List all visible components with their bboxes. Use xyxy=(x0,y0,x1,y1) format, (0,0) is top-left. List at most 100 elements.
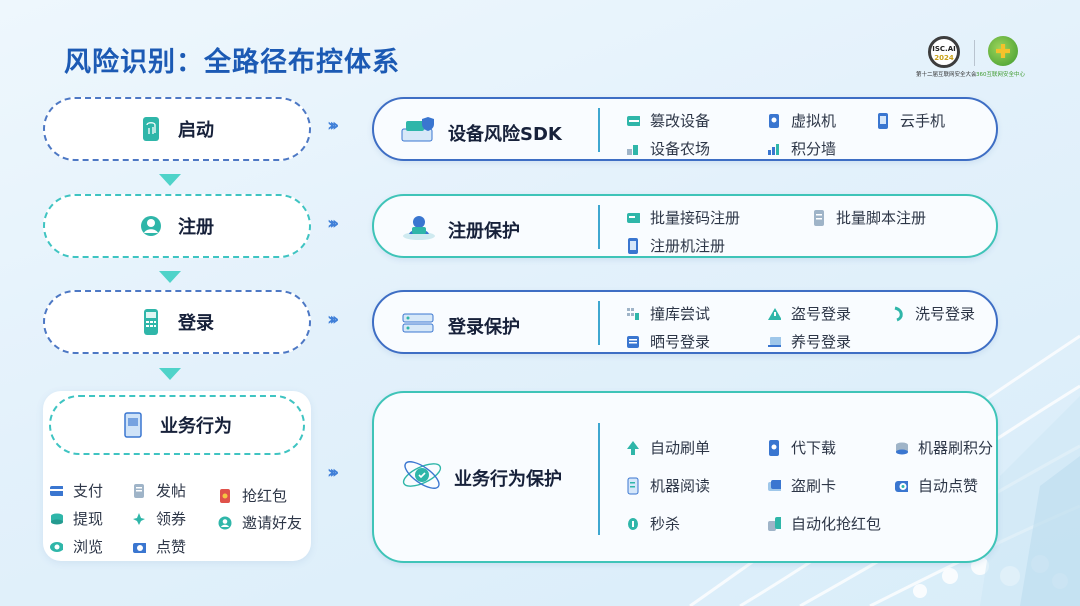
business-action-label: 抢红包 xyxy=(242,487,288,505)
category-business-protection[interactable]: 业务行为保护 自动刷单 代下载 机器刷积分 机器阅读 盗刷卡 自动点赞 秒杀 自… xyxy=(372,391,998,563)
risk-item-label: 代下载 xyxy=(791,439,837,457)
risk-item-label: 盗号登录 xyxy=(791,305,852,323)
risk-item-label: 自动刷单 xyxy=(650,439,711,457)
business-action-pay[interactable]: 支付 xyxy=(49,480,103,501)
risk-item: 批量脚本注册 xyxy=(812,207,926,228)
device-farm-icon xyxy=(626,142,640,156)
risk-item-label: 虚拟机 xyxy=(791,112,837,130)
window-icon xyxy=(626,335,640,349)
category-header: 设备风险SDK xyxy=(400,115,562,150)
virtual-machine-icon xyxy=(767,113,781,128)
business-action-post[interactable]: 发帖 xyxy=(132,480,186,501)
center-caption: 360互联网安全中心 xyxy=(976,72,1025,78)
business-action-coupon[interactable]: 领券 xyxy=(132,508,186,529)
down-arrow-icon xyxy=(159,368,181,380)
risk-item: 自动刷单 xyxy=(626,437,710,458)
risk-item: 养号登录 xyxy=(767,331,851,352)
risk-item: 撞库尝试 xyxy=(626,303,710,324)
business-action-withdraw[interactable]: 提现 xyxy=(49,508,103,529)
business-action-label: 发帖 xyxy=(156,482,187,500)
stage-register[interactable]: 注册 xyxy=(43,194,311,258)
category-header: 注册保护 xyxy=(400,212,520,247)
category-header: 登录保护 xyxy=(400,308,520,343)
risk-item-label: 洗号登录 xyxy=(915,305,976,323)
risk-item: 自动点赞 xyxy=(894,475,978,496)
risk-item-label: 自动点赞 xyxy=(918,477,979,495)
risk-item-label: 批量脚本注册 xyxy=(836,209,927,227)
chevron-right-icon: ››› xyxy=(327,462,339,483)
business-action-label: 领券 xyxy=(156,510,187,528)
coupon-icon xyxy=(132,512,146,526)
risk-item: 机器刷积分 xyxy=(894,437,993,458)
business-action-like[interactable]: 点赞 xyxy=(132,536,186,557)
phone-icon xyxy=(626,237,640,254)
database-icon xyxy=(626,307,640,321)
category-divider xyxy=(598,423,600,535)
risk-item-label: 机器刷积分 xyxy=(918,439,994,457)
risk-item: 盗号登录 xyxy=(767,303,851,324)
isc-caption: 第十二届互联网安全大会 xyxy=(916,72,977,78)
flash-sale-icon xyxy=(626,517,640,531)
stage-label: 启动 xyxy=(178,120,214,141)
isc-logo-year: 2024 xyxy=(934,54,954,62)
category-divider xyxy=(598,108,600,152)
business-action-grab-redpacket[interactable]: 抢红包 xyxy=(218,485,287,506)
risk-item-label: 设备农场 xyxy=(650,140,711,158)
bar-chart-icon xyxy=(767,142,781,156)
phone-keypad-icon xyxy=(140,309,162,335)
risk-item-label: 养号登录 xyxy=(791,333,852,351)
chevron-right-icon: ››› xyxy=(327,213,339,234)
business-action-browse[interactable]: 浏览 xyxy=(49,536,103,557)
business-action-invite[interactable]: 邀请好友 xyxy=(218,512,302,533)
logo-divider xyxy=(974,40,975,66)
tamper-device-icon xyxy=(626,114,640,128)
risk-item-label: 积分墙 xyxy=(791,140,837,158)
sms-code-icon xyxy=(626,211,640,225)
category-title: 登录保护 xyxy=(448,316,520,338)
risk-item: 洗号登录 xyxy=(891,303,975,324)
fingerprint-phone-icon xyxy=(140,116,162,142)
category-register-protection[interactable]: 注册保护 批量接码注册 批量脚本注册 注册机注册 xyxy=(372,194,998,258)
stage-label: 注册 xyxy=(178,217,214,238)
category-divider xyxy=(598,301,600,345)
risk-item: 虚拟机 xyxy=(767,110,836,131)
laptop-icon xyxy=(767,335,781,349)
stage-label: 业务行为 xyxy=(160,416,232,437)
risk-item: 盗刷卡 xyxy=(767,475,836,496)
risk-item: 晒号登录 xyxy=(626,331,710,352)
user-badge-icon xyxy=(140,213,162,239)
stage-launch[interactable]: 启动 xyxy=(43,97,311,161)
security-center-logo xyxy=(988,36,1018,66)
orbit-globe-icon xyxy=(400,453,444,502)
down-arrow-icon xyxy=(159,271,181,283)
isc-logo: ISC.AI 2024 xyxy=(928,36,960,68)
coins-icon xyxy=(49,512,63,526)
chevron-right-icon: ››› xyxy=(327,309,339,330)
chevron-right-icon: ››› xyxy=(327,115,339,136)
download-phone-icon xyxy=(767,439,781,456)
category-title: 注册保护 xyxy=(448,220,520,242)
business-action-label: 点赞 xyxy=(156,538,187,556)
risk-item-label: 盗刷卡 xyxy=(791,477,837,495)
category-login-protection[interactable]: 登录保护 撞库尝试 盗号登录 洗号登录 晒号登录 养号登录 xyxy=(372,290,998,354)
cursor-icon xyxy=(626,440,640,455)
document-tablet-icon xyxy=(122,412,144,438)
card-swipe-icon xyxy=(767,479,781,493)
category-device-risk-sdk[interactable]: 设备风险SDK 篡改设备 虚拟机 云手机 设备农场 积分墙 xyxy=(372,97,998,161)
risk-item-label: 自动化抢红包 xyxy=(791,515,882,533)
robot-coins-icon xyxy=(894,441,908,455)
risk-item: 批量接码注册 xyxy=(626,207,740,228)
stage-login[interactable]: 登录 xyxy=(43,290,311,354)
auto-like-icon xyxy=(894,479,908,493)
card-icon xyxy=(49,484,63,498)
thumb-up-icon xyxy=(132,540,146,554)
risk-item-label: 注册机注册 xyxy=(650,237,726,255)
auto-redpacket-icon xyxy=(767,516,781,531)
category-header: 业务行为保护 xyxy=(400,453,562,502)
category-title: 业务行为保护 xyxy=(454,468,562,490)
script-icon xyxy=(812,209,826,226)
stage-business[interactable]: 业务行为 xyxy=(49,395,305,455)
risk-item: 篡改设备 xyxy=(626,110,710,131)
logo-area: ISC.AI 2024 第十二届互联网安全大会 360互联网安全中心 xyxy=(916,36,1046,82)
risk-item: 注册机注册 xyxy=(626,235,725,256)
